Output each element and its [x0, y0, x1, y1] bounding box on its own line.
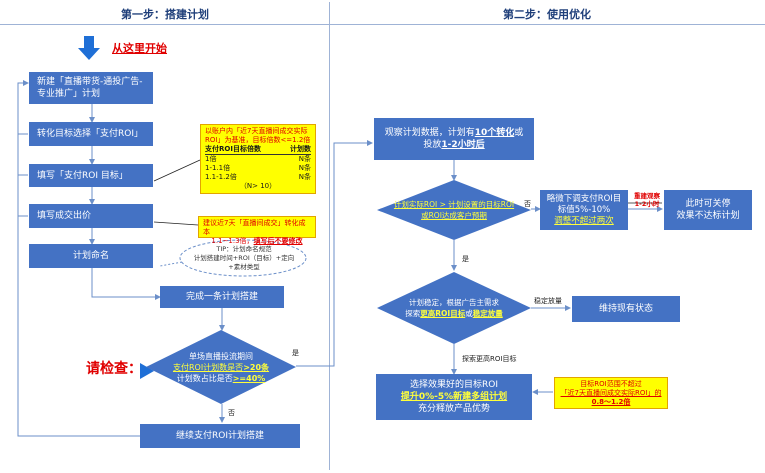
observe-line1-b: 10个转化 [474, 128, 515, 138]
diamond-stable-line1: 计划稳定，根据广告主需求 [409, 298, 499, 307]
note-roi-header-left: 支付ROI目标倍数 [205, 145, 261, 153]
select-line3: 充分释放产品优势 [417, 404, 490, 414]
diamond-check-no: 否 [228, 409, 235, 417]
note-bid: 建议近7天「直播间成交」转化成本 1.1~1.3倍，填写后不要修改 [198, 216, 316, 245]
note-bid-line1: 建议近7天「直播间成交」转化成本 [203, 219, 306, 236]
phase-divider [329, 2, 330, 470]
box-continue-roi[interactable]: 继续支付ROI计划搭建 [140, 424, 300, 448]
phase-1-title: 第一步：搭建计划 [121, 8, 209, 21]
observe-line1-c: 或 [514, 128, 524, 138]
diamond-roi-no: 否 [524, 200, 531, 208]
note-roi-row-right: N条 [298, 164, 311, 172]
diamond-check[interactable]: 单场直播投流期间 支付ROI计划数是否>20条 计划数占比是否>=40% [146, 330, 296, 404]
close-line1: 此时可关停 [685, 199, 731, 209]
diamond-roi-line2: 或ROI达成客户预期 [421, 211, 487, 220]
diamond-stable-line2-d: 稳定放量 [472, 309, 503, 318]
adjust-line3: 调整不超过两次 [554, 215, 614, 226]
note-roi-footer: （N> 10） [239, 182, 277, 190]
observe-line1-a: 观察计划数据，计划有 [384, 128, 475, 138]
diamond-check-line2-a: 支付ROI计划数是否 [172, 362, 244, 372]
box-roi-target[interactable]: 填写「支付ROI 目标」 [29, 164, 153, 187]
note-roi-row-left: 1倍 [205, 155, 217, 163]
diamond-check-line2-b: >20条 [243, 362, 270, 372]
note-roi-row-left: 1-1.1倍 [205, 164, 231, 172]
diamond-stable[interactable]: 计划稳定，根据广告主需求 探索更高ROI目标或稳定放量 [377, 272, 531, 344]
note-reobserve: 重建观察 1-2小时 [632, 192, 662, 208]
box-select-roi[interactable]: 选择效果好的目标ROI 提升0%-5%新建多组计划 充分释放产品优势 [376, 374, 532, 420]
note-roi-row: 1-1.1倍 N条 [205, 164, 311, 173]
tip-line3: +素材类型 [228, 263, 260, 271]
tip-naming: TIP：计划命名规范 计划搭建时间+ROI（目标）+定向 +素材类型 [186, 245, 302, 272]
tip-line1: TIP：计划命名规范 [216, 245, 272, 253]
select-line2: 提升0%-5%新建多组计划 [400, 392, 508, 402]
diamond-stable-line2-c: 或 [465, 309, 473, 318]
box-observe[interactable]: 观察计划数据，计划有10个转化或 投放1-2小时后 [374, 118, 534, 160]
note-roi-range: 目标ROI范围不超过 「近7天直播间成交实际ROI」的 0.8～1.2倍 [554, 377, 668, 409]
box-keep-state[interactable]: 维持现有状态 [572, 296, 680, 322]
note-roi-line1: 以账户内「近7天直播间成交实际 [205, 127, 308, 135]
start-label: 从这里开始 [112, 42, 167, 55]
header-divider [0, 24, 765, 25]
diamond-check-line1: 单场直播投流期间 [189, 351, 253, 361]
tip-line2: 计划搭建时间+ROI（目标）+定向 [193, 254, 295, 262]
diamond-check-line3-a: 计划数占比是否 [176, 373, 233, 383]
observe-line2-b: 1-2小时后 [441, 140, 485, 150]
note-roi-row-right: N条 [298, 155, 311, 163]
note-roi-header: 支付ROI目标倍数 计划数 [205, 145, 311, 155]
start-arrow-icon [78, 36, 100, 60]
note-bid-line2-a: 1.1~1.3倍， [211, 237, 254, 245]
diamond-roi-yes: 是 [462, 255, 469, 263]
box-adjust-roi[interactable]: 略微下调支付ROI目 标值5%-10% 调整不超过两次 [540, 190, 628, 230]
diamond-stable-text: 计划稳定，根据广告主需求 探索更高ROI目标或稳定放量 [377, 272, 531, 344]
observe-line2-a: 投放 [423, 140, 442, 150]
range-line2: 「近7天直播间成交实际ROI」的 [560, 389, 662, 397]
check-label: 请检查： [86, 361, 142, 377]
note-roi-line2: ROI」为基准，目标倍数<=1.2倍 [205, 136, 311, 144]
box-conversion-goal[interactable]: 转化目标选择「支付ROI」 [29, 122, 153, 146]
note-bid-line2-b: 填写后不要修改 [253, 237, 303, 245]
phase-2-title: 第二步：使用优化 [503, 8, 591, 21]
box-close-plans[interactable]: 此时可关停 效果不达标计划 [664, 190, 752, 230]
box-plan-naming[interactable]: 计划命名 [29, 244, 153, 268]
adjust-line1: 略微下调支付ROI目 [546, 193, 622, 204]
range-line1: 目标ROI范围不超过 [580, 380, 642, 388]
box-new-plan[interactable]: 新建「直播带货-通投广告-专业推广」计划 [29, 72, 153, 104]
diamond-roi-line1: 计划实际ROI > 计划设置的目标ROI [393, 200, 515, 209]
note-roi-row-left: 1.1-1.2倍 [205, 173, 237, 181]
range-line3: 0.8～1.2倍 [591, 398, 631, 406]
label-explore: 探索更高ROI目标 [462, 355, 517, 363]
note-roi-row: 1.1-1.2倍 N条 [205, 173, 311, 182]
label-stable: 稳定放量 [534, 297, 562, 305]
box-plan-complete[interactable]: 完成一条计划搭建 [160, 286, 284, 308]
close-line2: 效果不达标计划 [676, 211, 740, 221]
diamond-stable-line2-a: 探索 [405, 309, 421, 318]
select-line1: 选择效果好的目标ROI [410, 380, 498, 390]
diamond-check-yes: 是 [292, 349, 299, 357]
diamond-roi-text: 计划实际ROI > 计划设置的目标ROI 或ROI达成客户预期 [377, 180, 531, 240]
reobserve-line2: 1-2小时 [634, 200, 660, 208]
diamond-roi-met[interactable]: 计划实际ROI > 计划设置的目标ROI 或ROI达成客户预期 [377, 180, 531, 240]
note-roi-header-right: 计划数 [290, 145, 311, 153]
box-bid[interactable]: 填写成交出价 [29, 204, 153, 228]
note-roi-row: 1倍 N条 [205, 155, 311, 164]
note-roi-target: 以账户内「近7天直播间成交实际 ROI」为基准，目标倍数<=1.2倍 支付ROI… [200, 124, 316, 194]
reobserve-line1: 重建观察 [634, 192, 660, 200]
diamond-check-text: 单场直播投流期间 支付ROI计划数是否>20条 计划数占比是否>=40% [146, 330, 296, 404]
adjust-line2: 标值5%-10% [557, 204, 611, 215]
note-roi-row-right: N条 [298, 173, 311, 181]
diamond-check-line3-b: >=40% [232, 373, 266, 383]
diamond-stable-line2-b: 更高ROI目标 [420, 309, 466, 318]
